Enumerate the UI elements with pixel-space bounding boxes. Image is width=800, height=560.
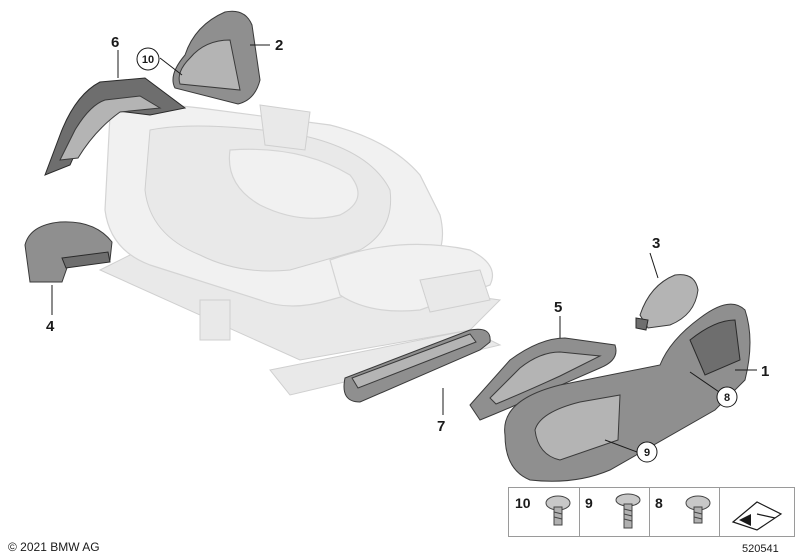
bmw-corner-symbol-icon xyxy=(731,501,783,531)
screw-icon xyxy=(685,495,711,524)
legend-cell-9: 9 xyxy=(579,488,650,536)
screw-icon xyxy=(545,495,571,526)
callout-3: 3 xyxy=(652,235,660,252)
leader-lines xyxy=(51,44,757,453)
callout-7: 7 xyxy=(437,418,445,435)
fastener-legend: 10 9 8 xyxy=(508,487,795,537)
callout-4: 4 xyxy=(46,318,55,335)
legend-label-9: 9 xyxy=(585,495,593,511)
legend-label-8: 8 xyxy=(655,495,663,511)
legend-label-10: 10 xyxy=(515,495,531,511)
screw-icon xyxy=(615,493,641,529)
callout-circled-9: 9 xyxy=(644,447,650,459)
document-number: 520541 xyxy=(742,543,779,555)
part-6-bracket xyxy=(44,77,187,176)
callout-1: 1 xyxy=(761,363,769,380)
callout-labels: 1 2 3 4 5 6 7 xyxy=(46,34,769,435)
legend-cell-8: 8 xyxy=(649,488,720,536)
legend-cell-10: 10 xyxy=(509,488,580,536)
part-3-cap xyxy=(635,274,699,331)
callout-circled-8: 8 xyxy=(724,392,730,404)
callout-circled-10: 10 xyxy=(142,54,154,66)
copyright-notice: © 2021 BMW AG xyxy=(8,540,100,554)
part-1-side-trim xyxy=(504,303,751,482)
callout-5: 5 xyxy=(554,299,562,316)
part-7-strip xyxy=(343,328,491,403)
callout-6: 6 xyxy=(111,34,119,51)
part-4-cover xyxy=(24,221,113,283)
circled-callouts: 8 9 10 xyxy=(136,47,738,463)
callout-2: 2 xyxy=(275,37,283,54)
part-2-upper-trim xyxy=(172,10,261,105)
legend-cell-symbol xyxy=(719,488,794,536)
part-5-trim xyxy=(469,337,617,421)
